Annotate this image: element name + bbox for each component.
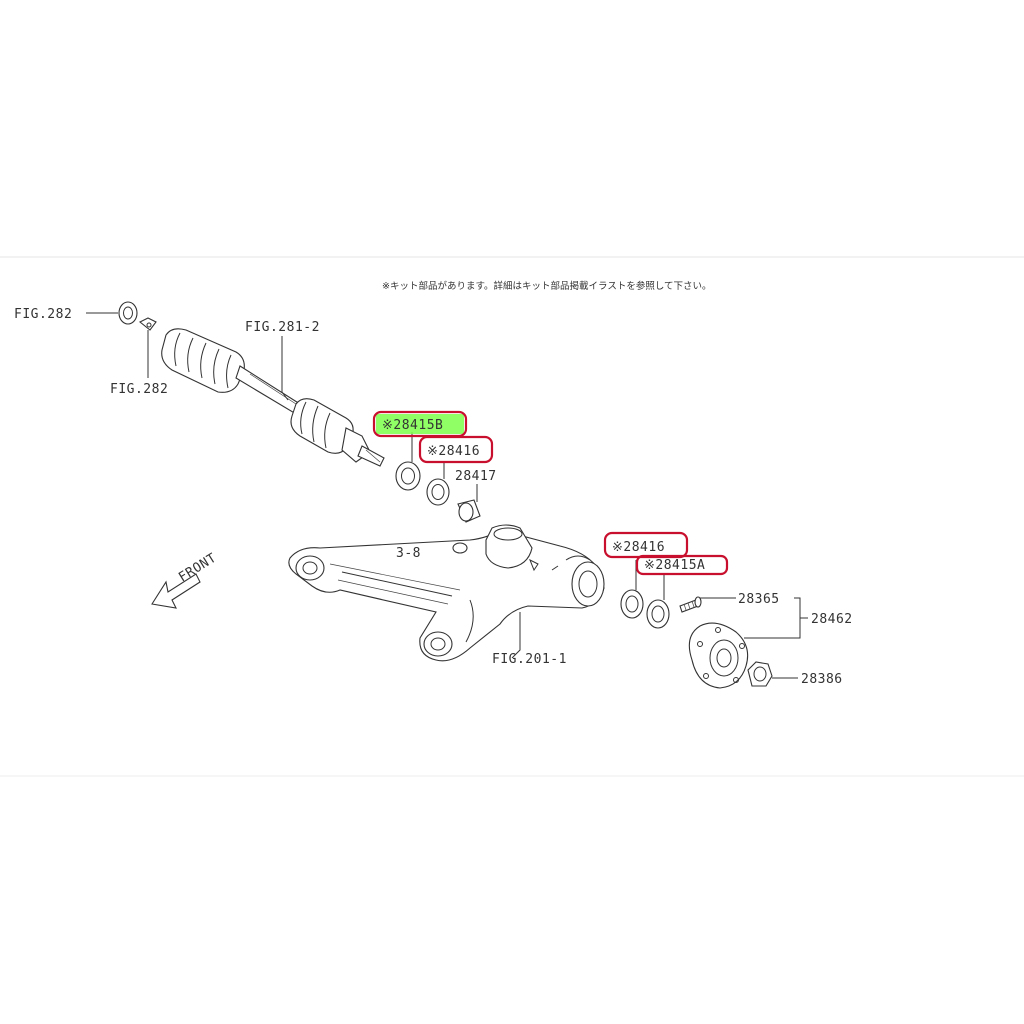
snap-ring-part (118, 301, 138, 325)
label-fig282-bottom: FIG.282 (110, 382, 168, 397)
label-28462: 28462 (811, 612, 853, 627)
front-arrow-icon (151, 573, 201, 609)
hub-bolt (679, 596, 702, 613)
circlip-part (138, 317, 157, 331)
inner-bearing (426, 478, 450, 506)
label-fig281: FIG.281-2 (245, 320, 320, 335)
highlight-28415a (635, 554, 729, 576)
label-28417: 28417 (455, 469, 497, 484)
label-28416-outer: ※28416 (612, 540, 665, 555)
bearing-spacer (457, 499, 481, 523)
wheel-hub (688, 622, 749, 689)
label-28416-inner: ※28416 (427, 444, 480, 459)
drive-shaft (161, 328, 385, 467)
label-28415b: ※28415B (382, 418, 443, 433)
outer-bearing (620, 589, 644, 619)
inner-oil-seal (395, 461, 421, 491)
highlight-28415b (372, 410, 468, 438)
kit-note: ※キット部品があります。詳細はキット部品掲載イラストを参照して下さい。 (382, 280, 712, 292)
trailing-arm (288, 524, 605, 662)
outer-oil-seal (646, 599, 670, 629)
cast-mark: 3-8 (396, 546, 421, 561)
leader-fig281 (281, 336, 289, 401)
green-highlight (376, 414, 464, 434)
axle-nut (747, 661, 773, 687)
label-28365: 28365 (738, 592, 780, 607)
leader-fig201 (511, 612, 521, 659)
label-fig282-top: FIG.282 (14, 307, 72, 322)
label-fig201: FIG.201-1 (492, 652, 567, 667)
label-28415a: ※28415A (644, 558, 705, 573)
highlight-28416-inner (418, 435, 494, 464)
label-28386: 28386 (801, 672, 843, 687)
